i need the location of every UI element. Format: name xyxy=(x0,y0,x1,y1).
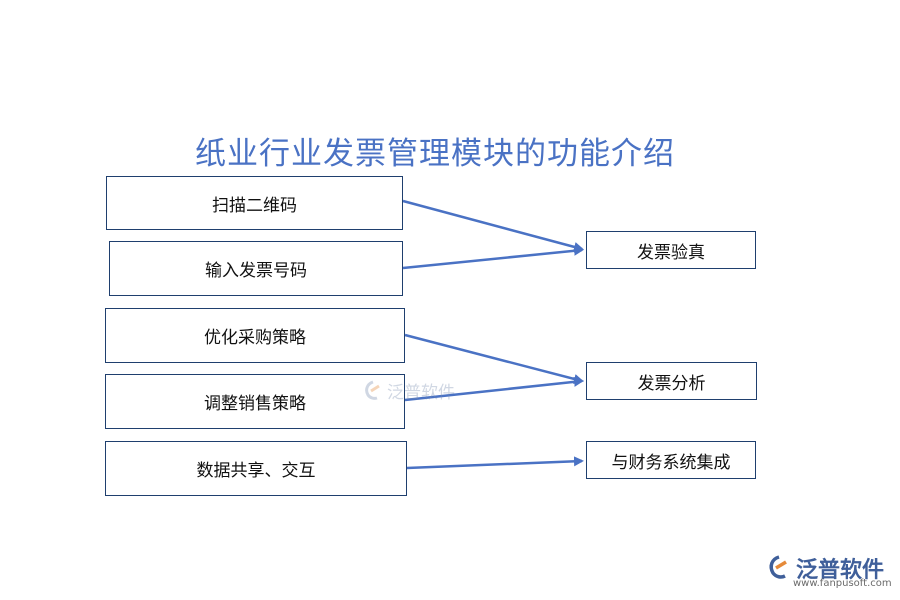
left-box-scan-qr: 扫描二维码 xyxy=(106,176,403,230)
right-box-invoice-verify: 发票验真 xyxy=(586,231,756,269)
arrow-input-to-verify xyxy=(402,245,584,270)
left-box-label: 输入发票号码 xyxy=(205,261,307,281)
right-box-label: 发票验真 xyxy=(637,242,705,263)
left-box-label: 数据共享、交互 xyxy=(196,461,316,481)
watermark-text: 泛普软件 xyxy=(387,383,455,403)
diagram-title: 纸业行业发票管理模块的功能介绍 xyxy=(195,136,675,172)
arrow-scan-to-verify xyxy=(402,199,584,252)
right-box-invoice-analysis: 发票分析 xyxy=(586,362,757,400)
fanpu-logo-icon xyxy=(365,380,380,400)
left-box-label: 调整销售策略 xyxy=(204,394,306,414)
center-watermark: 泛普软件 xyxy=(362,378,455,403)
right-box-label: 与财务系统集成 xyxy=(611,452,731,473)
fanpu-brand-logo-icon xyxy=(769,555,787,579)
arrow-share-to-finance xyxy=(406,456,584,470)
brand-watermark: 泛普软件 xyxy=(766,552,884,584)
left-box-label: 扫描二维码 xyxy=(212,195,297,216)
brand-name: 泛普软件 xyxy=(796,558,885,583)
left-box-sales-strategy: 调整销售策略 xyxy=(105,374,405,429)
brand-url: www.fanpusoft.com xyxy=(793,578,892,589)
left-box-label: 优化采购策略 xyxy=(204,328,306,348)
left-box-purchase-strategy: 优化采购策略 xyxy=(105,308,405,363)
left-box-data-sharing: 数据共享、交互 xyxy=(105,441,407,496)
left-box-input-number: 输入发票号码 xyxy=(109,241,403,296)
right-box-finance-integration: 与财务系统集成 xyxy=(586,441,756,479)
right-box-label: 发票分析 xyxy=(637,373,706,394)
arrow-sales-to-analysis xyxy=(404,376,584,402)
arrow-purchase-to-analysis xyxy=(404,333,584,384)
